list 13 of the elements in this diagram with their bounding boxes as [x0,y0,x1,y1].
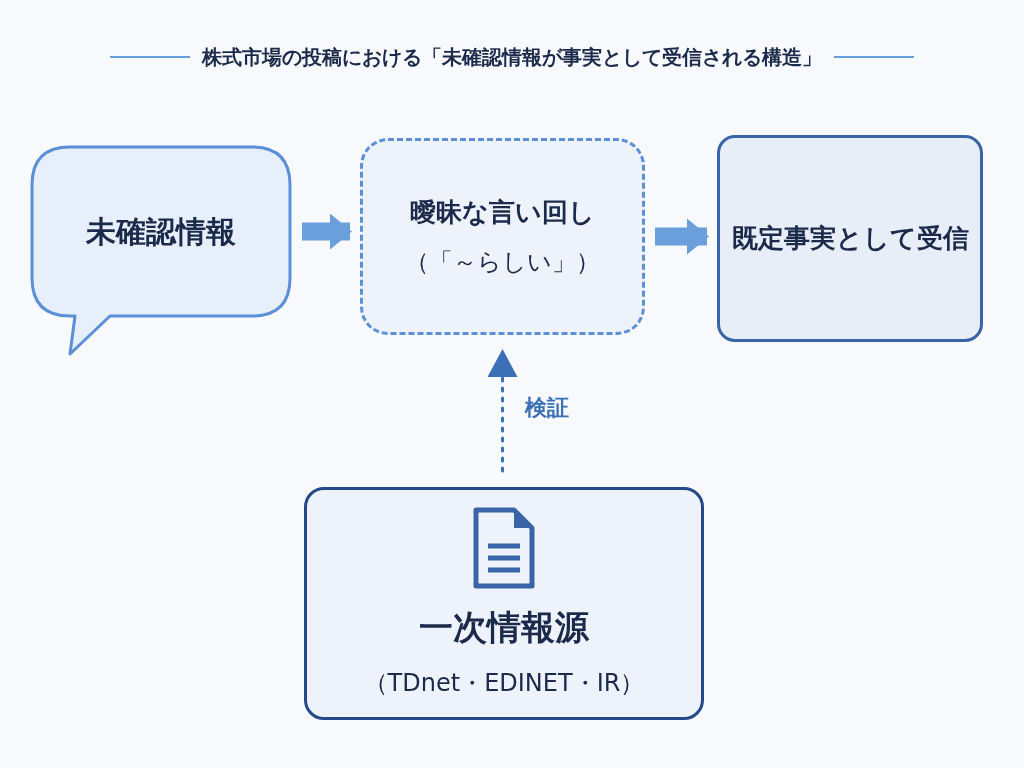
node-heading: 既定事実として受信 [731,222,969,255]
process-box [360,138,645,335]
node-subtext: （TDnet・EDINET・IR） [363,668,645,699]
arrow [487,349,518,473]
node-heading: 曖昧な言い回し [410,196,595,229]
title: 株式市場の投稿における「未確認情報が事実として受信される構造」 [202,44,822,71]
arrow [302,213,352,250]
node-heading: 一次情報源 [419,606,589,649]
source-box [304,487,704,720]
node-subtext: （「～らしい」） [405,247,600,278]
arrow [655,218,709,255]
node-text: 未確認情報 [86,213,236,251]
process-box [717,135,983,342]
